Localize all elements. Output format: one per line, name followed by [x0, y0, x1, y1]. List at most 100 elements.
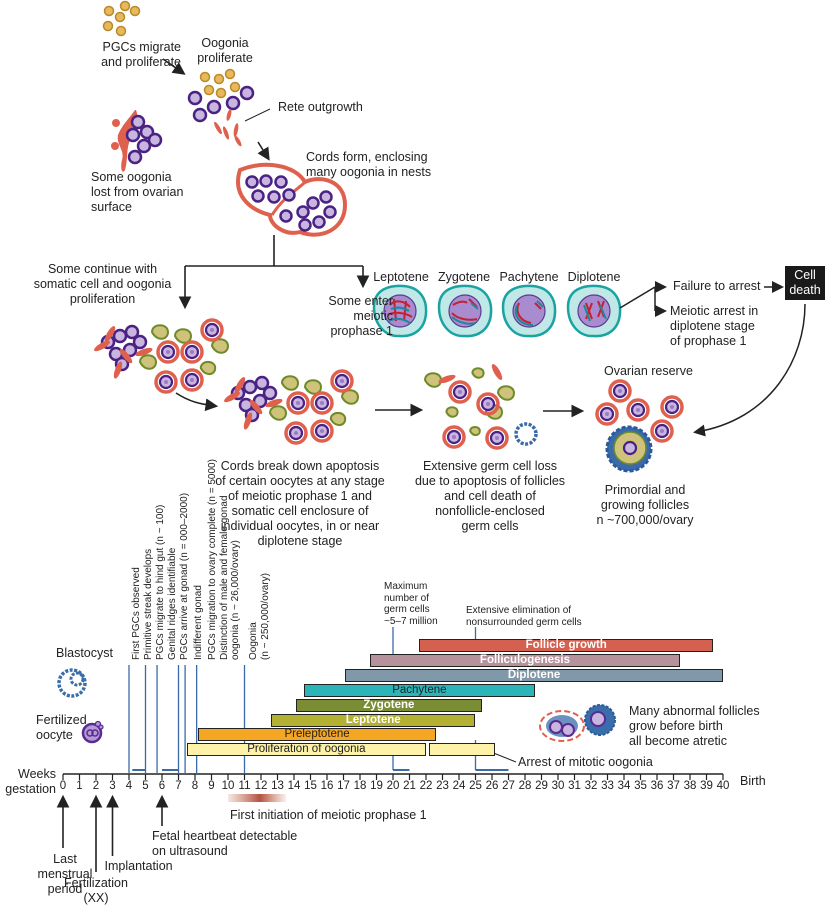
fertilized-oocyte-label: Fertilized oocyte	[36, 713, 87, 742]
tick-label: 6	[158, 780, 166, 792]
vertical-event-label: Genital ridges identifiable	[167, 547, 178, 660]
fertilized-oocyte-icon	[81, 720, 104, 744]
tick-label: 33	[601, 780, 614, 792]
cords-nests-icon	[236, 162, 348, 237]
timeline-graphics	[56, 627, 724, 872]
tick-label: 31	[568, 780, 581, 792]
tick-label: 5	[142, 780, 149, 792]
phase-bar: Zygotene	[295, 699, 483, 712]
blastocyst-icon	[57, 668, 87, 698]
tick-label: 2	[92, 780, 100, 792]
tick-label: 25	[469, 780, 482, 792]
arrow-curved-to-cords-break	[175, 392, 219, 412]
cords-break-label: Cords break down apoptosis of certain oo…	[215, 459, 385, 548]
tick-label: 20	[386, 780, 400, 792]
stage-label-zygotene: Zygotene	[437, 270, 491, 284]
failure-to-arrest-label: Failure to arrest	[673, 279, 761, 293]
tick-label: 9	[208, 780, 215, 792]
phase-bar: Folliculogenesis	[369, 654, 681, 667]
tick-label: 3	[109, 780, 116, 792]
tick-label: 29	[535, 780, 548, 792]
phase-bar: Preleptotene	[198, 728, 436, 741]
vertical-event-label: PGCs arrive at gonad (n = 000–2000)	[179, 492, 190, 660]
vertical-event-label: oogonia (n ~ 26,000/ovary)	[230, 540, 241, 660]
tick-label: 27	[502, 780, 515, 792]
zygotene-cell-icon	[437, 284, 493, 338]
pgc-cells-icon	[102, 0, 141, 37]
diplotene-cell-icon	[566, 284, 622, 338]
arrow-pgc-to-oogonia	[162, 58, 186, 75]
tick-label: 14	[287, 780, 301, 792]
tick-label: 35	[634, 780, 647, 792]
max-germ-cells-label: Maximum number of germ cells ~5–7 millio…	[384, 581, 438, 627]
tick-label: 21	[403, 780, 416, 792]
tick-label: 37	[667, 780, 680, 792]
below-axis-label: Fetal heartbeat detectable on ultrasound	[152, 829, 298, 858]
tick-label: 17	[337, 780, 350, 792]
tick-label: 26	[485, 780, 499, 792]
weeks-gestation-label: Weeks gestation	[5, 767, 56, 796]
tick-label: 36	[650, 780, 664, 792]
primordial-follicles-label: Primordial and growing follicles	[600, 483, 690, 512]
cords-form-label: Cords form, enclosing many oogonia in ne…	[306, 150, 432, 179]
tick-label: 32	[584, 780, 598, 792]
oogonia-cluster-icon	[187, 68, 255, 147]
many-abnormal-label: Many abnormal follicles grow before birt…	[629, 704, 760, 748]
tick-label: 28	[518, 780, 532, 792]
tick-label: 16	[320, 780, 334, 792]
meiotic-arrest-label: Meiotic arrest in diplotene stage of pro…	[670, 304, 759, 348]
rete-outgrowth-label: Rete outgrowth	[278, 100, 363, 114]
vertical-event-label: First PGCs observed	[131, 567, 142, 660]
tick-label: 13	[271, 780, 284, 792]
vertical-event-label: Oogonia	[248, 622, 259, 660]
tick-label: 22	[419, 780, 433, 792]
tick-label: 4	[125, 780, 133, 792]
tick-label: 39	[700, 780, 713, 792]
phase-bar	[429, 743, 496, 756]
diplotene-fork	[619, 281, 806, 437]
phase-bar: Pachytene	[303, 684, 535, 697]
tick-label: 40	[716, 780, 730, 792]
vertical-event-label: Primitive streak develops	[143, 548, 154, 660]
tick-label: 15	[304, 780, 317, 792]
extensive-loss-label: Extensive germ cell loss due to apoptosi…	[414, 459, 566, 533]
proliferation-cluster-icon	[94, 318, 230, 394]
birth-label: Birth	[740, 774, 766, 788]
arrest-mitotic-label: Arrest of mitotic oogonia	[518, 755, 653, 769]
pachytene-cell-icon	[501, 284, 557, 338]
tick-label: 11	[238, 780, 251, 792]
meiotic-initiation-gradient	[228, 794, 286, 802]
tick-label: 23	[436, 780, 449, 792]
tick-label: 0	[59, 780, 67, 792]
some-enter-label: Some enter meiotic prophase 1	[328, 294, 393, 338]
stage-label-leptotene: Leptotene	[373, 270, 429, 284]
vertical-event-label: PGCs migrate to hind gut (n ~ 100)	[155, 504, 166, 660]
tick-label: 18	[353, 780, 367, 792]
phase-bar: Leptotene	[270, 714, 476, 727]
stage-label-diplotene: Diplotene	[567, 270, 621, 284]
ovarian-reserve-label: Ovarian reserve	[604, 364, 693, 378]
blastocyst-label: Blastocyst	[56, 646, 113, 660]
arrow-to-cords	[257, 141, 270, 161]
below-axis-label: Implantation	[104, 859, 173, 873]
tick-label: 7	[175, 780, 182, 792]
tick-label: 1	[76, 780, 83, 792]
primordial-count-label: n ~700,000/ovary	[596, 513, 694, 527]
tick-label: 10	[221, 780, 235, 792]
extensive-elimination-label: Extensive elimination of nonsurrounded g…	[466, 605, 582, 628]
branch-connector	[178, 235, 370, 310]
lost-oogonia-icon	[111, 110, 163, 172]
first-initiation-label: First initiation of meiotic prophase 1	[230, 808, 427, 822]
vertical-event-label: PGCs migration to ovary complete (n = 50…	[207, 459, 218, 660]
rete-leader-line	[244, 108, 271, 122]
below-axis-label: Last menstrual period	[37, 852, 93, 896]
leptotene-cell-icon	[372, 284, 428, 338]
some-oogonia-lost-label: Some oogonia lost from ovarian surface	[91, 170, 184, 214]
vertical-event-label: Indifferent gonad	[193, 585, 204, 660]
abnormal-follicles-icon	[539, 704, 616, 742]
pgcs-migrate-label: PGCs migrate and proliferate	[101, 40, 181, 69]
tick-label: 24	[452, 780, 466, 792]
vertical-event-label: Distinction of male and female gonad	[219, 495, 230, 660]
